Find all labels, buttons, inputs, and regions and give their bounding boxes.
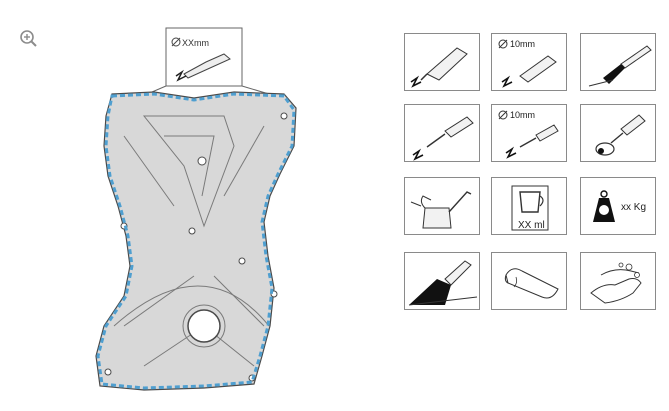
sealant-nozzle-10mm-icon — [498, 110, 559, 159]
hand-cleaning-icon — [590, 262, 642, 304]
sealant-tube-10mm-tile: 10mm — [491, 33, 567, 91]
weight-tile: xx Kg — [580, 177, 656, 235]
sealant-nozzle-tile — [404, 104, 480, 162]
measuring-jug-tile: XX ml — [491, 177, 567, 235]
cloth-tile — [491, 252, 567, 310]
sealant-nozzle-icon — [412, 116, 474, 161]
zoom-in-icon — [20, 30, 37, 47]
tube-diameter-label: 10mm — [510, 39, 536, 49]
callout-diameter-label: XXmm — [182, 38, 209, 48]
volume-label: XX ml — [518, 220, 545, 231]
sealant-bead — [96, 92, 296, 390]
cloth-icon — [504, 268, 559, 299]
sealant-tube-10mm-icon — [498, 39, 557, 88]
callout-box — [165, 27, 243, 87]
oil-can-tile — [404, 177, 480, 235]
nozzle-diameter-label: 10mm — [510, 110, 536, 120]
sealant-tube-icon — [410, 47, 468, 88]
hand-cleaning-tile — [580, 252, 656, 310]
timing-cover-diagram: XXmm — [84, 26, 314, 406]
weight-label: xx Kg — [621, 202, 647, 213]
zoom-in-button[interactable] — [18, 28, 40, 50]
scraper-tile — [404, 252, 480, 310]
roller-tile — [580, 104, 656, 162]
sealant-nozzle-10mm-tile: 10mm — [491, 104, 567, 162]
weight-icon — [593, 190, 615, 222]
oil-can-icon — [410, 191, 472, 229]
roller-icon — [595, 114, 646, 156]
sealant-tube-tile — [404, 33, 480, 91]
scraper-icon — [408, 260, 478, 306]
paint-brush-icon — [588, 45, 652, 87]
paint-brush-tile — [580, 33, 656, 91]
measuring-jug-icon — [511, 185, 549, 231]
